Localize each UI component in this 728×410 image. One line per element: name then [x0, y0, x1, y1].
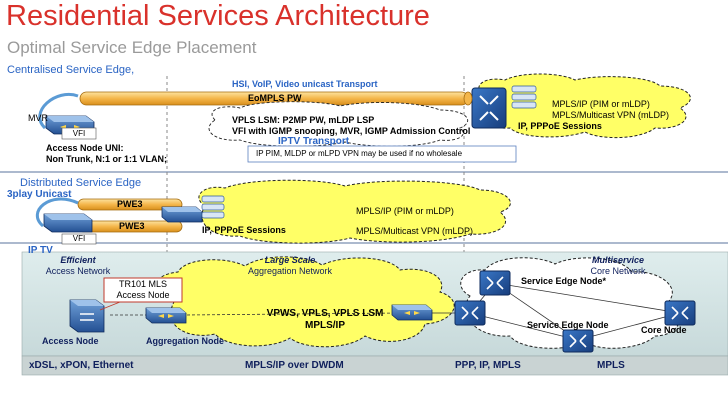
pwe3-pipe-top	[77, 198, 183, 211]
distributed-cloud-line1: MPLS/IP (PIM or mLDP)	[356, 206, 454, 216]
access-tech-label: xDSL, xPON, Ethernet	[29, 360, 134, 371]
centralised-heading: Centralised Service Edge,	[7, 64, 135, 76]
core-router-icon	[454, 300, 486, 326]
ppp-ip-mpls-label: PPP, IP, MPLS	[455, 360, 521, 371]
mpls-dwdm-label: MPLS/IP over DWDM	[245, 360, 344, 371]
vpls-line1: VPLS LSM: P2MP PW, mLDP LSP	[232, 115, 375, 125]
line-card-icons	[511, 85, 537, 109]
wholesale-note-box	[247, 145, 517, 163]
page-title: Residential Services Architecture	[6, 0, 430, 32]
centralised-router-icon	[471, 87, 507, 129]
vpls-cloud	[208, 101, 469, 147]
core-router-icon	[664, 300, 696, 326]
centralised-cloud-line1: MPLS/IP (PIM or mLDP)	[552, 99, 650, 109]
iptv-label: IP TV	[28, 245, 53, 256]
vfi-label: VFI	[72, 234, 86, 243]
service-edge-bottom-label: Service Edge Node	[527, 320, 609, 330]
mvr-label: MVR	[28, 113, 48, 123]
vpls-line2: VFI with IGMP snooping, MVR, IGMP Admiss…	[232, 126, 471, 136]
efficient-label: Efficient	[60, 255, 96, 265]
distributed-cloud-line2: MPLS/Multicast VPN (mLDP)	[356, 226, 474, 236]
mpls-label: MPLS	[597, 360, 625, 371]
iptv-transport-label: IPTV Transport	[278, 136, 350, 147]
access-network-label: Access Network	[45, 266, 111, 276]
access-node-icon	[69, 299, 105, 333]
aggregation-node-icon	[145, 307, 187, 324]
distributed-access-node-icon	[43, 213, 93, 233]
aggregation-node-icon	[391, 304, 433, 321]
vfi-box	[61, 233, 97, 245]
access-node-label: Access Node	[42, 336, 99, 346]
core-node-label: Core Node	[641, 325, 687, 335]
wholesale-note: IP PIM, MLDP or mLPD VPN may be used if …	[256, 149, 463, 158]
three-play-label: 3play Unicast	[7, 189, 72, 200]
centralised-sessions: IP, PPPoE Sessions	[518, 121, 602, 131]
core-network-label: Core Network	[590, 266, 646, 276]
transport-header: HSI, VoIP, Video unicast Transport	[232, 79, 378, 89]
line-card-icons	[201, 195, 225, 219]
vfi-label: VFI	[72, 129, 86, 138]
service-edge-router-icon	[562, 329, 594, 353]
aggregation-node-label: Aggregation Node	[146, 336, 224, 346]
access-uni-line1: Access Node UNI:	[46, 143, 124, 153]
tr101-callout-box	[103, 277, 183, 303]
access-uni-line2: Non Trunk, N:1 or 1:1 VLAN;	[46, 154, 168, 164]
mvr-link	[38, 93, 79, 130]
tr101-line1: TR101 MLS	[118, 279, 168, 289]
pwe3-bottom-label: PWE3	[119, 221, 145, 231]
page-subtitle: Optimal Service Edge Placement	[7, 38, 257, 57]
service-edge-router-icon	[479, 270, 511, 296]
vfi-box	[61, 127, 97, 140]
distributed-link	[35, 197, 79, 228]
tr101-line2: Access Node	[116, 290, 170, 300]
pwe3-top-label: PWE3	[117, 199, 143, 209]
distributed-sessions: IP, PPPoE Sessions	[202, 225, 286, 235]
iptv-cloud-line1: VPWS, VPLS, VPLS LSM	[266, 308, 384, 319]
multiservice-label: Multiservice	[591, 255, 645, 265]
distributed-edge-switch-icon	[161, 206, 203, 223]
footer-band	[21, 355, 728, 376]
distributed-heading: Distributed Service Edge	[20, 177, 142, 189]
large-scale-label: Large Scale	[264, 255, 316, 265]
aggregation-cloud	[156, 256, 455, 348]
eompls-label: EoMPLS PW	[248, 93, 302, 103]
service-edge-top-label: Service Edge Node*	[521, 276, 607, 286]
iptv-cloud-line2: MPLS/IP	[304, 320, 345, 331]
centralised-cloud-line2: MPLS/Multicast VPN (mLDP)	[552, 110, 670, 120]
aggregation-network-label: Aggregation Network	[247, 266, 333, 276]
distributed-cloud	[198, 179, 511, 244]
